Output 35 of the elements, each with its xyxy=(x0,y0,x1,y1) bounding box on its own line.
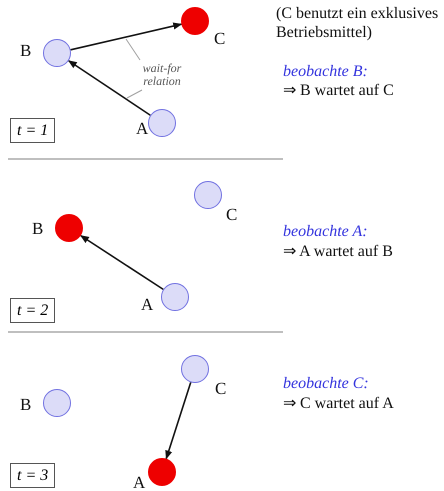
node-label: C xyxy=(215,380,226,397)
arrow xyxy=(70,22,182,51)
node-label: A xyxy=(136,120,148,137)
note-text: ⇒ B wartet auf C xyxy=(283,81,394,100)
note-text: ⇒ C wartet auf A xyxy=(283,394,394,413)
circle-node xyxy=(55,214,83,242)
circle-node xyxy=(43,389,71,417)
annotation-text: wait-for relation xyxy=(134,62,190,88)
observation-heading: beobachte C: xyxy=(283,374,369,393)
observation-heading: beobachte A: xyxy=(283,222,368,241)
circle-node xyxy=(194,181,222,209)
circle-node xyxy=(148,458,176,486)
node-label: B xyxy=(20,42,32,59)
time-step-box: t = 3 xyxy=(10,463,56,488)
circle-node xyxy=(148,109,176,137)
time-step-box: t = 2 xyxy=(10,298,56,323)
node-label: A xyxy=(141,296,154,313)
arrow xyxy=(68,60,151,116)
leader-line xyxy=(126,38,140,60)
circle-node xyxy=(161,283,189,311)
observation-heading: beobachte B: xyxy=(283,62,368,81)
node-label: C xyxy=(226,206,238,223)
note-text: ⇒ A wartet auf B xyxy=(283,242,393,261)
circle-node xyxy=(43,39,71,67)
node-label: B xyxy=(32,220,44,237)
arrow xyxy=(165,382,192,460)
node-label: A xyxy=(133,474,146,491)
note-text: (C benutzt ein exklusives Betriebsmittel) xyxy=(276,4,440,42)
node-label: C xyxy=(214,30,226,47)
leader-line xyxy=(126,90,142,98)
arrow xyxy=(80,234,164,290)
circle-node xyxy=(181,7,209,35)
time-step-box: t = 1 xyxy=(10,118,56,143)
node-label: B xyxy=(20,396,32,413)
circle-node xyxy=(181,355,209,383)
